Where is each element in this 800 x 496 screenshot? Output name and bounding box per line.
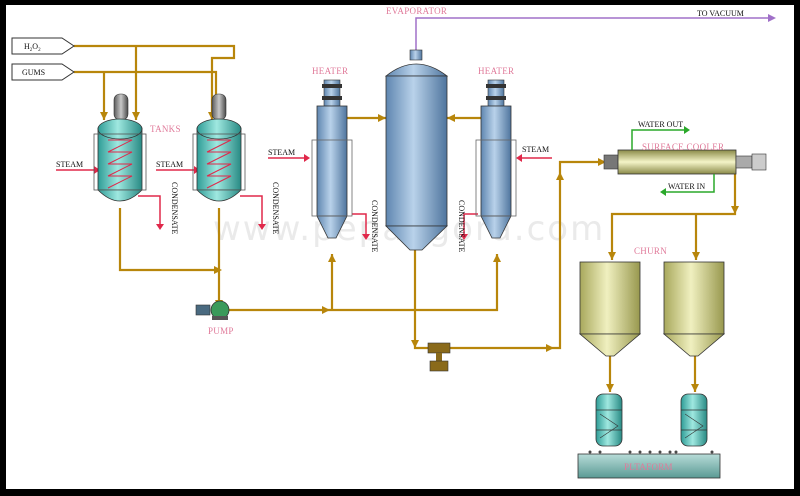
water-out-label: WATER OUT	[638, 120, 683, 129]
platform-label: PLTAFORM	[624, 462, 673, 472]
condensate-label-heater-right: CONDENSATE	[457, 200, 466, 253]
water-in-label: WATER IN	[668, 182, 705, 191]
steam-label-tank-1: STEAM	[56, 160, 83, 169]
transfer-pump	[427, 342, 451, 372]
surface-cooler-label: SURFACE COOLER	[642, 142, 724, 152]
svg-text:H2O2: H2O2	[24, 42, 41, 53]
water-out-arrow	[684, 126, 690, 134]
tank-2	[192, 93, 246, 202]
steam-lines	[56, 157, 552, 236]
water-in-arrow	[660, 188, 666, 196]
evaporator	[384, 49, 449, 251]
surface-cooler	[603, 149, 767, 175]
condensate-label-tank-1: CONDENSATE	[170, 182, 179, 235]
drum-2	[680, 393, 708, 447]
tank-1	[93, 93, 147, 202]
drum-1	[595, 393, 623, 447]
condensate-label-tank-2: CONDENSATE	[271, 182, 280, 235]
steam-arrowheads	[94, 154, 522, 240]
pump	[195, 300, 230, 320]
condensate-label-heater-left: CONDENSATE	[370, 200, 379, 253]
vacuum-line	[415, 14, 776, 50]
platform	[577, 450, 721, 479]
heater-right-label: HEATER	[478, 66, 514, 76]
svg-text:GUMS: GUMS	[22, 68, 45, 77]
water-lines	[631, 129, 715, 193]
tanks-label: TANKS	[150, 124, 181, 134]
h2o2-inlet: H2O2	[11, 37, 75, 55]
gums-inlet: GUMS	[11, 63, 75, 81]
evaporator-label: EVAPORATOR	[386, 6, 447, 16]
steam-label-heater-left: STEAM	[268, 148, 295, 157]
churn-label: CHURN	[634, 246, 667, 256]
heater-left-label: HEATER	[312, 66, 348, 76]
churn-1	[578, 261, 642, 357]
heater-left	[311, 79, 353, 239]
pump-label: PUMP	[208, 326, 234, 336]
steam-label-heater-right: STEAM	[522, 145, 549, 154]
steam-label-tank-2: STEAM	[156, 160, 183, 169]
to-vacuum-label: TO VACUUM	[697, 9, 744, 18]
churn-2	[662, 261, 726, 357]
heater-right	[475, 79, 517, 239]
